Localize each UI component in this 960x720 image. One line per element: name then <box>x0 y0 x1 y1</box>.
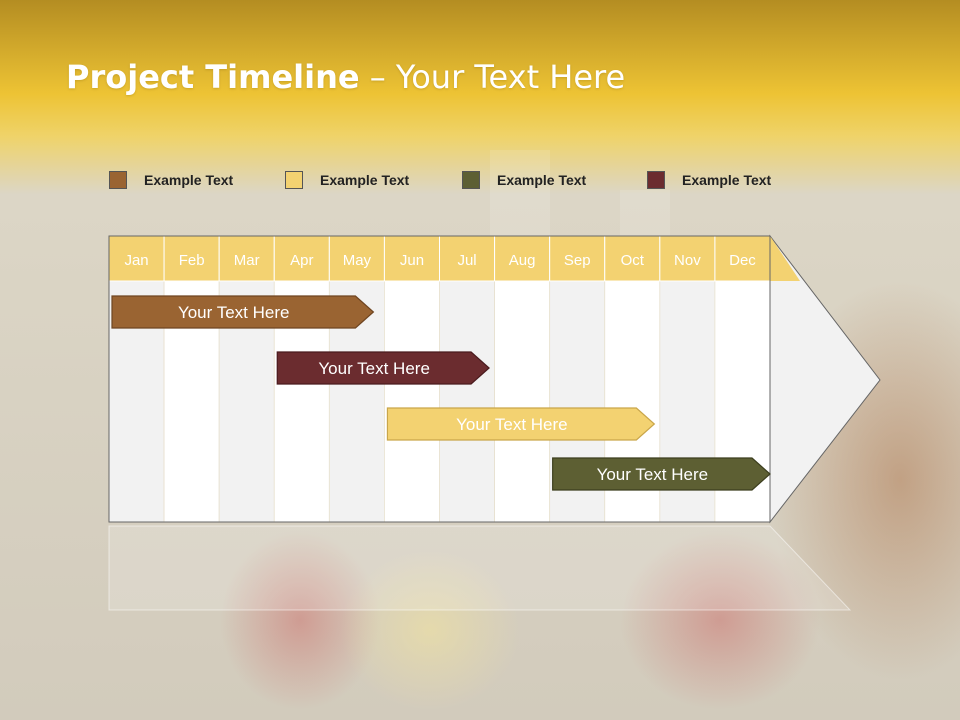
timeline-frame <box>108 235 771 523</box>
month-label: Jan <box>124 252 148 269</box>
legend-swatch-3 <box>462 171 480 189</box>
month-column <box>439 280 495 523</box>
task-bar-label: Your Text Here <box>318 359 430 378</box>
month-label: Feb <box>179 252 205 269</box>
month-label: Jul <box>457 252 476 269</box>
month-header-cell <box>549 235 606 282</box>
task-bar <box>552 457 771 491</box>
month-label: Sep <box>564 252 591 269</box>
legend-swatch-1 <box>109 171 127 189</box>
month-header-cell <box>383 235 440 282</box>
task-bar <box>386 407 656 441</box>
legend-label-2: Example Text <box>320 172 410 188</box>
arrow-header-tip <box>770 236 800 281</box>
legend-item-4: Example Text <box>647 170 771 190</box>
legend-item-1: Example Text <box>109 170 233 190</box>
month-label: Dec <box>729 252 756 269</box>
timeline-reflection <box>108 525 852 611</box>
month-header-cell <box>163 235 220 282</box>
legend-label-1: Example Text <box>144 172 234 188</box>
month-header-cell <box>328 235 385 282</box>
month-label: May <box>343 252 372 269</box>
month-label: Aug <box>509 252 536 269</box>
task-bar-label: Your Text Here <box>178 303 290 322</box>
month-header-cell <box>604 235 661 282</box>
month-header-cell <box>218 235 275 282</box>
legend-label-3: Example Text <box>497 172 587 188</box>
task-bar-label: Your Text Here <box>456 415 568 434</box>
legend-item-3: Example Text <box>462 170 586 190</box>
legend-item-2: Example Text <box>285 170 409 190</box>
month-label: Mar <box>234 252 260 269</box>
month-label: Oct <box>621 252 645 269</box>
month-column <box>384 280 440 523</box>
month-label: Jun <box>400 252 424 269</box>
month-column <box>494 280 551 523</box>
month-header-cell <box>273 235 330 282</box>
legend-swatch-4 <box>647 171 665 189</box>
task-bar <box>276 351 490 385</box>
page-title: Project Timeline – Your Text Here <box>66 58 625 96</box>
title-bold: Project Timeline <box>66 58 360 96</box>
task-bar <box>111 295 375 329</box>
legend-swatch-2 <box>285 171 303 189</box>
legend-label-4: Example Text <box>682 172 772 188</box>
task-bar-label: Your Text Here <box>597 465 709 484</box>
title-rest: – Your Text Here <box>359 58 626 96</box>
month-label: Apr <box>290 252 313 269</box>
month-header-cell <box>659 235 716 282</box>
month-label: Nov <box>674 252 701 269</box>
